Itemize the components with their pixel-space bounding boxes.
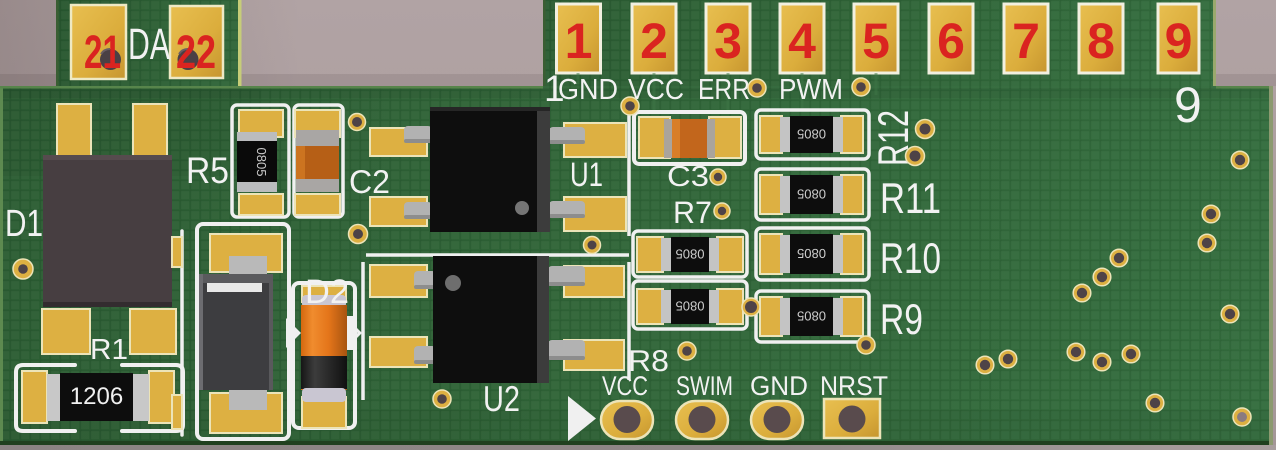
svg-text:5: 5	[862, 13, 890, 69]
svg-text:C2: C2	[349, 163, 390, 200]
svg-text:R8: R8	[628, 345, 669, 378]
svg-text:0805: 0805	[797, 246, 826, 261]
svg-text:VCC: VCC	[602, 371, 648, 401]
svg-text:PWM: PWM	[779, 74, 843, 106]
svg-text:0805: 0805	[676, 247, 705, 262]
svg-text:C3: C3	[667, 161, 709, 193]
svg-text:R11: R11	[880, 175, 941, 223]
svg-text:9: 9	[1165, 13, 1193, 69]
svg-text:R5: R5	[186, 150, 229, 191]
svg-text:7: 7	[1012, 13, 1040, 69]
svg-text:3: 3	[714, 13, 742, 69]
svg-text:U2: U2	[483, 378, 520, 419]
svg-text:0805: 0805	[254, 148, 269, 177]
svg-text:1206: 1206	[70, 383, 123, 410]
svg-text:0805: 0805	[676, 299, 705, 314]
svg-text:NRST: NRST	[820, 371, 888, 401]
svg-text:0805: 0805	[797, 309, 826, 324]
svg-text:8: 8	[1087, 13, 1115, 69]
svg-text:1: 1	[544, 68, 565, 109]
svg-text:D1: D1	[5, 203, 43, 245]
svg-text:DA: DA	[128, 20, 170, 69]
svg-text:GND: GND	[750, 371, 808, 401]
svg-text:R7: R7	[673, 195, 712, 230]
svg-text:U1: U1	[570, 156, 603, 194]
svg-text:R10: R10	[880, 235, 941, 283]
svg-text:0805: 0805	[797, 187, 826, 202]
svg-text:D2: D2	[305, 273, 349, 311]
svg-text:R9: R9	[880, 296, 923, 344]
svg-text:22: 22	[176, 25, 216, 78]
svg-text:0805: 0805	[797, 127, 826, 142]
svg-text:21: 21	[84, 25, 121, 78]
svg-text:ERR: ERR	[698, 74, 750, 106]
svg-text:4: 4	[788, 13, 816, 69]
svg-text:2: 2	[640, 13, 668, 69]
svg-text:6: 6	[937, 13, 965, 69]
svg-text:1: 1	[565, 13, 593, 69]
svg-text:GND: GND	[558, 74, 618, 106]
svg-text:9: 9	[1174, 77, 1202, 133]
svg-text:R1: R1	[90, 334, 128, 366]
svg-text:SWIM: SWIM	[676, 371, 733, 401]
